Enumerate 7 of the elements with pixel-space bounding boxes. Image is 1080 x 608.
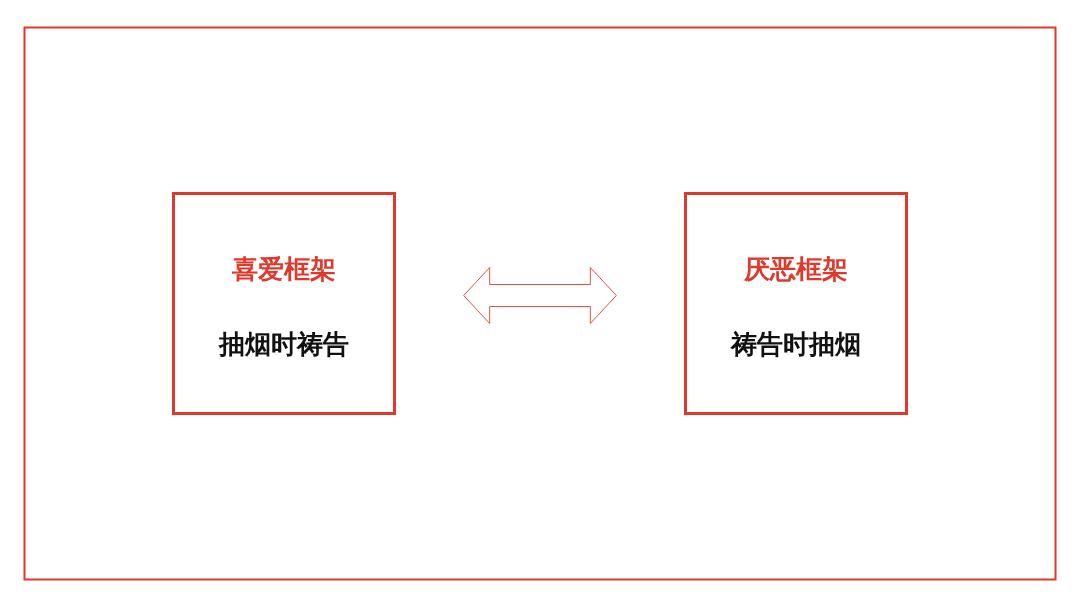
double-arrow <box>463 267 617 324</box>
box-heading: 厌恶框架 <box>743 253 849 285</box>
framed-box <box>684 192 908 415</box>
box-heading: 喜爱框架 <box>231 253 337 285</box>
framed-box <box>172 192 396 415</box>
box-text: 抽烟时祷告 <box>217 328 350 360</box>
box-text: 祷告时抽烟 <box>729 328 862 360</box>
